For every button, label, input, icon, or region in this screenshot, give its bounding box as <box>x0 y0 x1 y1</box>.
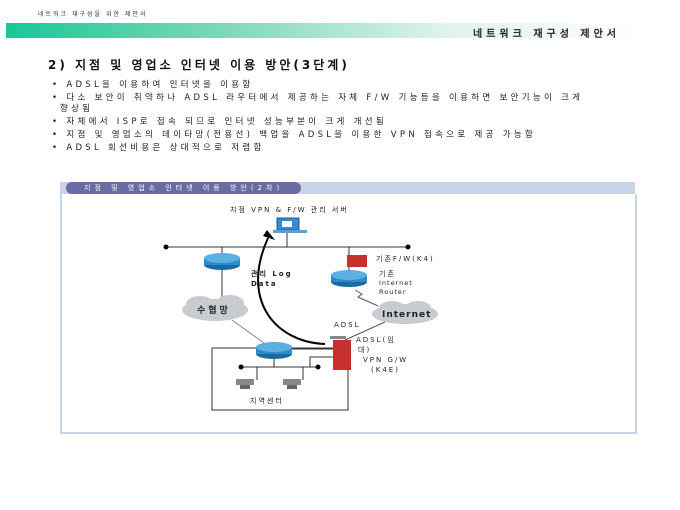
header-bar <box>6 23 636 38</box>
label-fw-existing: 기존F/W(K4) <box>376 254 435 263</box>
printer-icon <box>236 379 254 389</box>
cloud-icon <box>182 295 248 321</box>
bullet-item: 다소 보안이 취약하나 ADSL 라우터에서 제공하는 자체 F/W 기능등을 … <box>52 93 592 115</box>
label-router-3: Router <box>379 288 407 296</box>
arrowhead-icon <box>263 230 275 240</box>
label-vpn-gw-2: (K4E) <box>371 366 400 374</box>
label-internet: Internet <box>382 310 431 320</box>
router-icon <box>256 342 292 359</box>
panel-title: 지점 및 영업소 인터넷 이용 방안(2차) <box>66 182 302 194</box>
label-router-2: Internet <box>379 279 413 287</box>
cloud-icon <box>372 301 438 324</box>
label-log-2: Data <box>251 280 278 288</box>
bullet-item: ADSL을 이용하여 인터넷을 이용함 <box>52 80 592 91</box>
label-router-1: 기존 <box>379 269 396 278</box>
header-bar-title: 네트워크 재구성 제안서 <box>473 29 620 40</box>
bullet-item: 자체에서 ISP로 접속 되므로 인터넷 성능부분이 크게 개선됨 <box>52 117 592 128</box>
server-icon <box>273 217 307 233</box>
bullet-list: ADSL을 이용하여 인터넷을 이용함 다소 보안이 취약하나 ADSL 라우터… <box>52 80 592 156</box>
router-icon <box>204 253 240 270</box>
firewall-icon <box>347 255 367 267</box>
label-adsl: ADSL <box>334 321 361 329</box>
label-server: 지점 VPN & F/W 관리 서버 <box>230 205 349 214</box>
firewall-icon <box>333 340 351 370</box>
section-title: 2) 지점 및 영업소 인터넷 이용 방안(3단계) <box>48 58 350 72</box>
router-icon <box>331 270 367 287</box>
bullet-item: 지점 및 영업소의 데이타망(전용선) 백업을 ADSL을 이용한 VPN 접속… <box>52 130 592 141</box>
label-center: 지역센터 <box>250 396 284 405</box>
header-doc-title: 네트워크 재구성을 위한 제안서 <box>38 11 148 18</box>
label-vpn-gw-1: VPN G/W <box>363 356 408 364</box>
printer-icon <box>283 379 301 389</box>
label-suhyup: 수협망 <box>197 304 231 316</box>
adsl-modem-icon <box>330 336 346 339</box>
bullet-item: ADSL 회선비용은 상대적으로 저렴함 <box>52 143 592 154</box>
label-adsl-lease-1: ADSL(임 <box>356 336 396 344</box>
diagram-panel <box>60 194 637 434</box>
label-adsl-lease-2: 대) <box>358 346 371 354</box>
label-log-1: 관리 Log <box>251 269 293 278</box>
